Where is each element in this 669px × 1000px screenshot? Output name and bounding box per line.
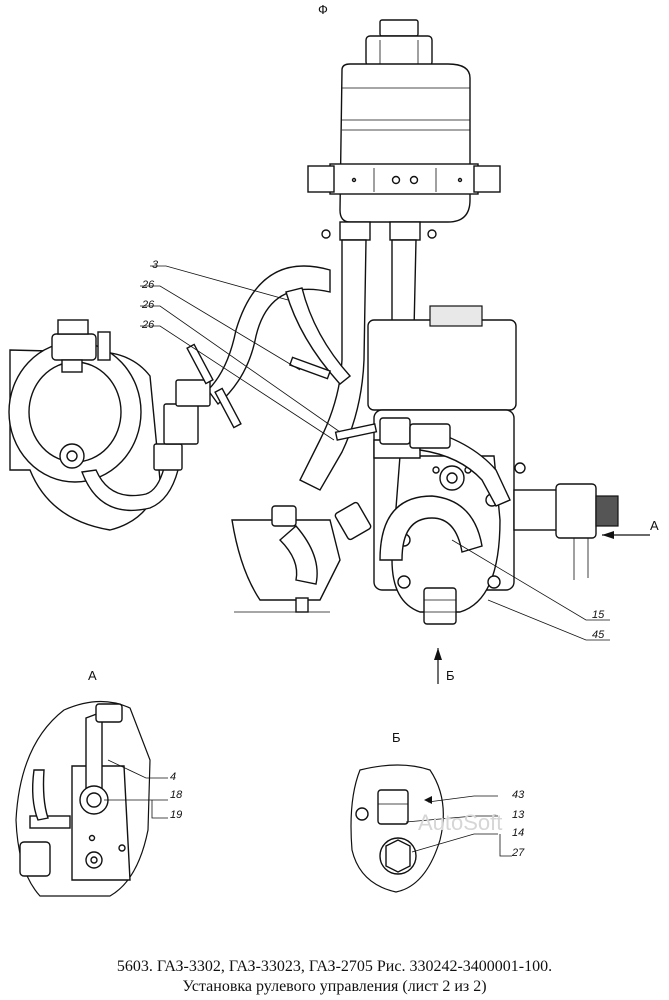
callout-15: 15 xyxy=(592,609,605,621)
view-arrow-a: А xyxy=(602,518,659,539)
callout-26a: 26 xyxy=(141,279,155,291)
callout-19: 19 xyxy=(170,809,182,821)
callout-26c: 26 xyxy=(141,319,155,331)
detail-view-b: Б 43 13 14 27 AutoSoft xyxy=(350,730,525,893)
view-label-phi: Ф xyxy=(318,2,328,17)
callout-43: 43 xyxy=(512,789,525,801)
detail-view-a: А 4 18 19 xyxy=(15,668,183,897)
callout-18: 18 xyxy=(170,789,183,801)
main-leaders xyxy=(140,265,610,641)
callout-27: 27 xyxy=(511,847,525,859)
callout-13: 13 xyxy=(512,809,525,821)
lower-bracket xyxy=(231,501,372,613)
pump-tank xyxy=(8,319,211,531)
view-arrow-a-label: А xyxy=(650,518,659,533)
caption-line-2: Установка рулевого управления (лист 2 из… xyxy=(182,978,487,995)
callout-14: 14 xyxy=(512,827,524,839)
detail-b-label: Б xyxy=(392,730,401,745)
steering-pump xyxy=(367,305,619,625)
callout-26b: 26 xyxy=(141,299,155,311)
oil-reservoir xyxy=(307,19,501,241)
detail-a-label: А xyxy=(88,668,97,683)
watermark: AutoSoft xyxy=(418,810,502,835)
main-view: Ф xyxy=(8,2,659,684)
caption-line-1: 5603. ГАЗ-3302, ГАЗ-33023, ГАЗ-2705 Рис.… xyxy=(116,958,553,975)
view-arrow-b-label: Б xyxy=(446,668,455,683)
view-arrow-b: Б xyxy=(434,648,455,684)
callout-45: 45 xyxy=(592,629,605,641)
hose-clamps xyxy=(186,343,451,449)
callout-4: 4 xyxy=(170,771,176,783)
callout-3: 3 xyxy=(152,259,159,271)
